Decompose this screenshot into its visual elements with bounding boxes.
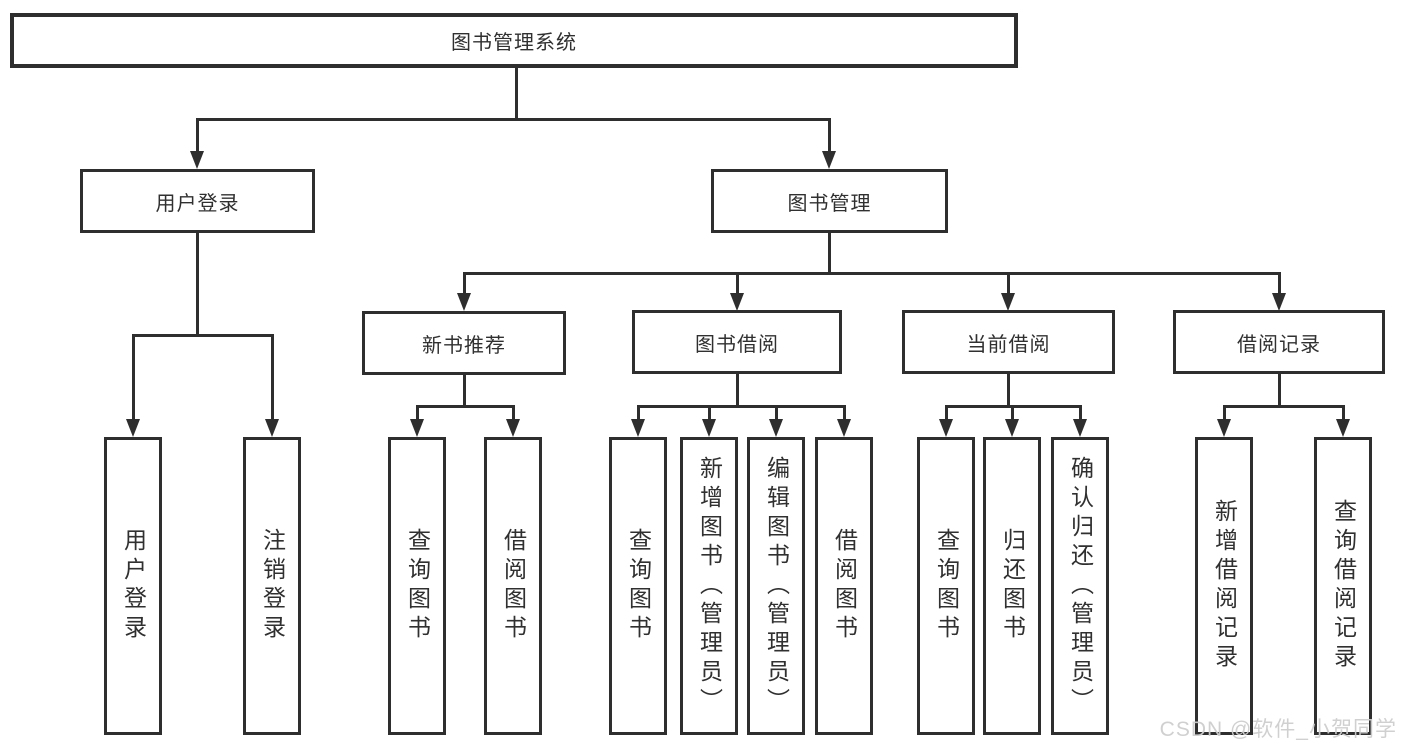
connector-drop-query-books-borrowing (636, 405, 640, 421)
node-label: 图书管理 (787, 192, 872, 215)
arrowhead-add-record (1217, 419, 1231, 437)
node-label: 图书管理系统 (451, 32, 577, 54)
node-book-borrowing: 图书借阅 (632, 310, 842, 374)
arrowhead-user-login (190, 151, 204, 169)
arrowhead-book-borrowing (730, 293, 744, 311)
connector-book-management-stem (827, 233, 831, 275)
leaf-label: 借阅图书 (831, 528, 858, 644)
leaf-label: 查询图书 (933, 528, 960, 644)
connector-drop-query-books-recommend (415, 405, 419, 421)
connector-drop-borrow-books-recommend (511, 405, 515, 421)
connector-drop-edit-books (774, 405, 778, 421)
arrowhead-leaf-user-login (126, 419, 140, 437)
arrowhead-query-books-current (939, 419, 953, 437)
node-label: 用户登录 (155, 192, 240, 215)
arrowhead-confirm-return (1073, 419, 1087, 437)
connector-borrowing-records-stem (1277, 374, 1281, 408)
connector-drop-query-record (1341, 405, 1345, 421)
leaf-query-books-borrowing: 查询图书 (609, 437, 667, 735)
connector-drop-confirm-return (1078, 405, 1082, 421)
connector-drop-borrow-books (842, 405, 846, 421)
leaf-add-books-admin: 新增图书（管理员） (680, 437, 738, 735)
leaf-user-login: 用户登录 (104, 437, 162, 735)
arrowhead-return-books (1005, 419, 1019, 437)
leaf-borrow-books-recommend: 借阅图书 (484, 437, 542, 735)
connector-drop-book-borrowing (735, 272, 739, 295)
leaf-confirm-return-admin: 确认归还（管理员） (1051, 437, 1109, 735)
node-label: 借阅记录 (1237, 333, 1321, 356)
connector-drop-leaf-logout (270, 334, 274, 421)
connector-drop-book-management (827, 118, 831, 154)
leaf-edit-books-admin: 编辑图书（管理员） (747, 437, 805, 735)
arrowhead-query-books-recommend (410, 419, 424, 437)
connector-drop-new-book-recommendation (462, 272, 466, 295)
node-user-login: 用户登录 (80, 169, 315, 233)
node-label: 图书借阅 (695, 333, 779, 356)
arrowhead-current-borrowing (1001, 293, 1015, 311)
connector-book-borrowing-rail (636, 405, 846, 408)
connector-drop-add-books (707, 405, 711, 421)
node-borrowing-records: 借阅记录 (1173, 310, 1385, 374)
connector-new-book-rail (415, 405, 515, 408)
arrowhead-borrow-books (837, 419, 851, 437)
node-new-book-recommendation: 新书推荐 (362, 311, 566, 375)
connector-current-borrowing-stem (1006, 374, 1010, 408)
connector-drop-borrowing-records (1277, 272, 1281, 295)
connector-root-stem (514, 68, 518, 121)
node-book-management: 图书管理 (711, 169, 948, 233)
leaf-label: 查询借阅记录 (1330, 499, 1357, 673)
node-label: 新书推荐 (422, 334, 506, 357)
arrowhead-leaf-logout (265, 419, 279, 437)
leaf-label: 归还图书 (999, 528, 1026, 644)
arrowhead-borrowing-records (1272, 293, 1286, 311)
connector-drop-add-record (1222, 405, 1226, 421)
leaf-add-borrow-record: 新增借阅记录 (1195, 437, 1253, 735)
connector-drop-query-books-current (944, 405, 948, 421)
connector-drop-user-login (195, 118, 199, 154)
leaf-label: 借阅图书 (500, 528, 527, 644)
node-label: 当前借阅 (966, 333, 1051, 356)
arrowhead-borrow-books-recommend (506, 419, 520, 437)
node-current-borrowing: 当前借阅 (902, 310, 1115, 374)
connector-book-borrowing-stem (735, 374, 739, 408)
leaf-label: 编辑图书（管理员） (763, 455, 790, 717)
leaf-label: 查询图书 (404, 528, 431, 644)
connector-user-login-stem (195, 233, 199, 337)
leaf-query-borrow-record: 查询借阅记录 (1314, 437, 1372, 735)
leaf-label: 用户登录 (120, 528, 147, 644)
leaf-logout: 注销登录 (243, 437, 301, 735)
connector-book-management-rail (462, 272, 1281, 275)
leaf-query-books-current: 查询图书 (917, 437, 975, 735)
connector-borrowing-records-rail (1222, 405, 1345, 408)
arrowhead-query-record (1336, 419, 1350, 437)
leaf-label: 新增图书（管理员） (696, 455, 723, 717)
arrowhead-query-books-borrowing (631, 419, 645, 437)
leaf-label: 新增借阅记录 (1211, 499, 1238, 673)
connector-drop-current-borrowing (1006, 272, 1010, 295)
leaf-return-books: 归还图书 (983, 437, 1041, 735)
node-library-management-system: 图书管理系统 (10, 13, 1018, 68)
connector-root-rail (195, 118, 831, 121)
leaf-label: 查询图书 (625, 528, 652, 644)
leaf-borrow-books: 借阅图书 (815, 437, 873, 735)
arrowhead-edit-books (769, 419, 783, 437)
arrowhead-new-book-recommendation (457, 293, 471, 311)
leaf-label: 注销登录 (259, 528, 286, 644)
connector-new-book-stem (462, 375, 466, 408)
leaf-query-books-recommend: 查询图书 (388, 437, 446, 735)
arrowhead-book-management (822, 151, 836, 169)
connector-user-login-rail (131, 334, 274, 337)
connector-drop-leaf-user-login (131, 334, 135, 421)
arrowhead-add-books (702, 419, 716, 437)
leaf-label: 确认归还（管理员） (1067, 455, 1094, 717)
connector-drop-return-books (1010, 405, 1014, 421)
